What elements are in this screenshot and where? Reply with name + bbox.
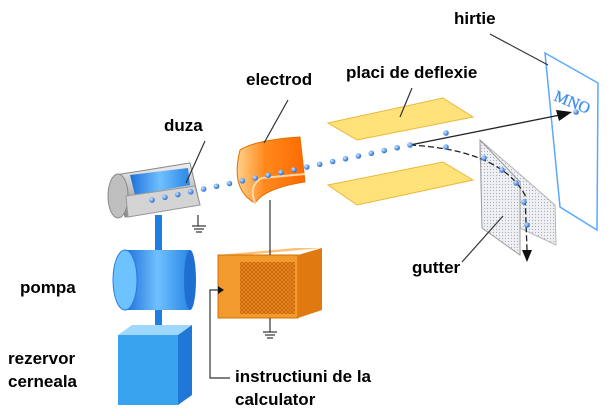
ink-reservoir — [118, 325, 192, 405]
label-paper: hirtie — [454, 9, 496, 28]
ink-drop — [481, 155, 487, 161]
ground-icon — [263, 331, 277, 339]
ink-drop — [265, 172, 271, 179]
arrow-down-icon — [522, 250, 532, 262]
ink-drop — [316, 161, 323, 168]
label-reservoir-line2: cerneala — [8, 372, 78, 391]
computer-input-line — [209, 289, 230, 379]
label-computer-line2: calculator — [235, 390, 316, 409]
gutter-drop-trajectory — [409, 144, 528, 251]
arrow-right-icon — [218, 286, 224, 294]
paper-sheet: MNO — [544, 51, 599, 232]
ink-drop — [200, 186, 207, 192]
printed-drop-trajectory — [409, 113, 566, 146]
lower-deflection-plate — [326, 161, 475, 206]
ground-icon — [192, 215, 206, 233]
label-computer-line1: instructiuni de la — [235, 367, 372, 386]
ink-drop — [291, 166, 297, 173]
ink-drop — [355, 153, 362, 159]
gutter-leader — [461, 215, 504, 263]
nozzle — [107, 162, 201, 219]
upper-deflection-plate — [326, 97, 475, 141]
label-deflection-plates: placi de deflexie — [346, 63, 477, 82]
ink-drop — [226, 180, 233, 187]
ink-drop — [278, 169, 284, 176]
nozzle-leader — [185, 140, 206, 184]
label-pump: pompa — [20, 278, 76, 297]
ink-drop — [499, 167, 505, 173]
ink-drop — [329, 158, 336, 165]
ink-drop — [304, 164, 310, 170]
ink-drop — [443, 144, 449, 150]
ink-drops — [149, 109, 579, 228]
ink-drop — [394, 144, 400, 151]
ink-drop — [213, 183, 220, 190]
plates-leader — [399, 87, 413, 118]
ink-drop — [368, 150, 375, 157]
label-gutter: gutter — [412, 258, 461, 277]
ink-drop — [187, 188, 194, 195]
label-nozzle: duza — [164, 116, 203, 135]
control-unit — [217, 248, 322, 319]
gutter — [479, 138, 557, 256]
electrode — [236, 136, 306, 204]
ink-drop — [342, 155, 349, 162]
pump — [112, 249, 196, 311]
ink-drop — [175, 191, 181, 198]
ink-drop — [513, 180, 519, 186]
ink-drop — [524, 222, 530, 228]
arrow-head-icon — [556, 110, 572, 121]
ink-drop — [239, 177, 246, 184]
ink-drop — [407, 142, 413, 148]
paper-leader — [489, 33, 549, 66]
label-electrode: electrod — [246, 70, 312, 89]
ink-drop — [443, 130, 449, 136]
electrode-leader — [263, 99, 289, 144]
ink-drop — [252, 175, 258, 181]
ink-drop — [149, 197, 155, 203]
label-reservoir-line1: rezervor — [8, 349, 75, 368]
ink-drop — [573, 109, 579, 115]
ink-drop — [521, 199, 527, 205]
ink-drop — [162, 194, 168, 201]
ink-drop — [381, 147, 388, 154]
